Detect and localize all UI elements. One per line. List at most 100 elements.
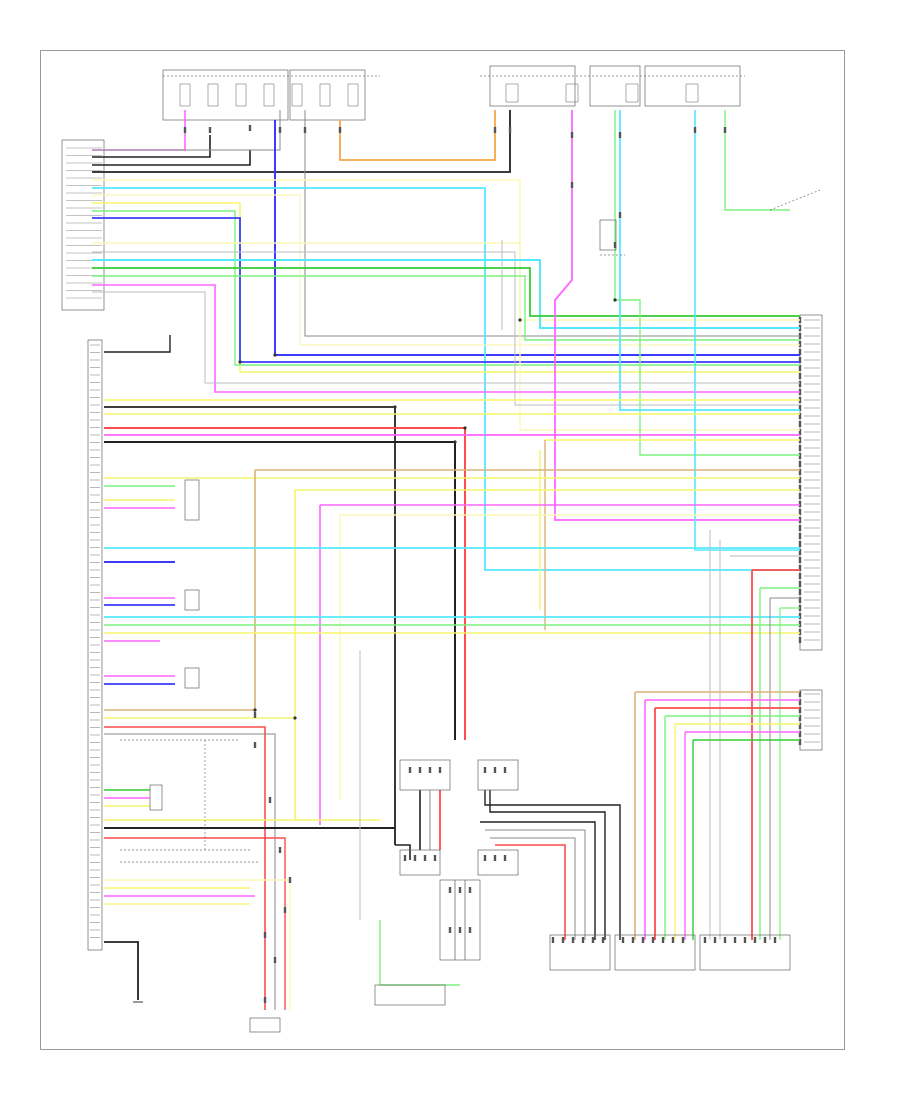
connector-pin <box>798 381 802 387</box>
wire-light_yellow-15 <box>92 242 800 431</box>
wire-pink-22 <box>554 110 800 521</box>
inline-pin <box>253 712 257 718</box>
connector-pin <box>503 855 507 861</box>
splice-dot <box>518 318 522 322</box>
wire-pink-1 <box>92 110 186 151</box>
connector-pin <box>798 453 802 459</box>
connector-pin <box>798 637 802 643</box>
wire-red-105 <box>495 844 566 940</box>
splice-dot <box>453 440 457 444</box>
harness-pin <box>613 242 617 248</box>
connector-pin <box>408 767 412 773</box>
fuse-6 <box>319 83 331 107</box>
connector-pin <box>448 887 452 893</box>
wire-black-2 <box>92 135 211 158</box>
wire-light_green-13 <box>92 210 800 366</box>
wire-gray-5 <box>92 110 281 151</box>
tcm-connector-pin <box>561 937 565 943</box>
connector-pin <box>798 357 802 363</box>
wire-black-3 <box>92 150 251 166</box>
connector-pin <box>433 855 437 861</box>
connector-pin <box>798 445 802 451</box>
wire-yellow-12 <box>92 202 800 373</box>
fuse-box-left <box>162 69 289 121</box>
connector-pin <box>413 855 417 861</box>
harness-pin <box>723 127 727 133</box>
fuse-5 <box>291 83 303 107</box>
connector-pin <box>798 373 802 379</box>
connector-pin <box>798 469 802 475</box>
connector-pin <box>798 613 802 619</box>
connector-pin <box>798 349 802 355</box>
wire-cyan-10 <box>92 187 800 571</box>
connector-pin <box>798 509 802 515</box>
connector-pin <box>798 485 802 491</box>
wire-orange-6 <box>339 110 496 161</box>
connector-pin <box>798 707 802 713</box>
connector-pin <box>798 739 802 745</box>
connector-pin <box>798 731 802 737</box>
connector-pin <box>798 413 802 419</box>
connector-pin <box>798 715 802 721</box>
fuse-2 <box>207 83 219 107</box>
fuse-3 <box>235 83 247 107</box>
splice-dot <box>253 708 257 712</box>
connector-pin <box>798 699 802 705</box>
splice-dot <box>393 405 397 409</box>
fuse-box-center <box>289 69 366 121</box>
harness-pin <box>570 182 574 188</box>
connector-pin <box>798 723 802 729</box>
tcm-connector-pin <box>681 937 685 943</box>
connector-a <box>399 759 451 791</box>
inline-pin <box>268 797 272 803</box>
wire-light_gray-16 <box>92 251 800 406</box>
connector-pin <box>798 405 802 411</box>
tcm-connector-pin <box>621 937 625 943</box>
wire-black-74 <box>104 941 139 1000</box>
connector-pin <box>798 421 802 427</box>
connector-pin <box>798 581 802 587</box>
wire-light_yellow-70 <box>104 879 291 1010</box>
relay-fuse-4 <box>685 83 699 103</box>
wire-black-109 <box>395 844 411 860</box>
connector-pin <box>798 565 802 571</box>
tcm-connector-pin <box>763 937 767 943</box>
sensor-block-4 <box>149 784 163 811</box>
connector-pin <box>468 887 472 893</box>
connector-e <box>439 879 481 961</box>
wire-gray-103 <box>485 829 586 940</box>
wire-light_gray-21 <box>92 291 800 384</box>
inline-pin <box>283 907 287 913</box>
connector-pin <box>798 365 802 371</box>
connector-pin <box>798 501 802 507</box>
connector-h <box>699 934 791 971</box>
relay-fuse-1 <box>505 83 519 103</box>
ecm-connector-top <box>61 139 105 311</box>
wire-cyan-25 <box>694 110 800 551</box>
inline-pin <box>263 997 267 1003</box>
wire-light_green-24 <box>614 110 800 456</box>
harness-pin <box>208 127 212 133</box>
connector-pin <box>798 429 802 435</box>
harness-pin <box>618 132 622 138</box>
connector-pin <box>798 533 802 539</box>
fuse-7 <box>347 83 359 107</box>
connector-pin <box>448 927 452 933</box>
wire-black-100 <box>484 790 621 940</box>
wire-black-30 <box>104 406 396 845</box>
splice-dot <box>238 360 242 364</box>
ecm-connector-main <box>87 339 103 951</box>
tcm-connector-pin <box>641 937 645 943</box>
inline-pin <box>278 847 282 853</box>
wire-black-28 <box>104 335 171 353</box>
wire-light_yellow-9 <box>92 179 800 321</box>
connector-pin <box>798 477 802 483</box>
harness-pin <box>618 212 622 218</box>
wire-green-18 <box>92 267 800 317</box>
wire-red-62 <box>104 726 266 1010</box>
harness-pin <box>493 127 497 133</box>
sensor-block-3 <box>184 667 200 689</box>
tcm-connector-pin <box>743 937 747 943</box>
wire-gray-104 <box>490 837 576 940</box>
